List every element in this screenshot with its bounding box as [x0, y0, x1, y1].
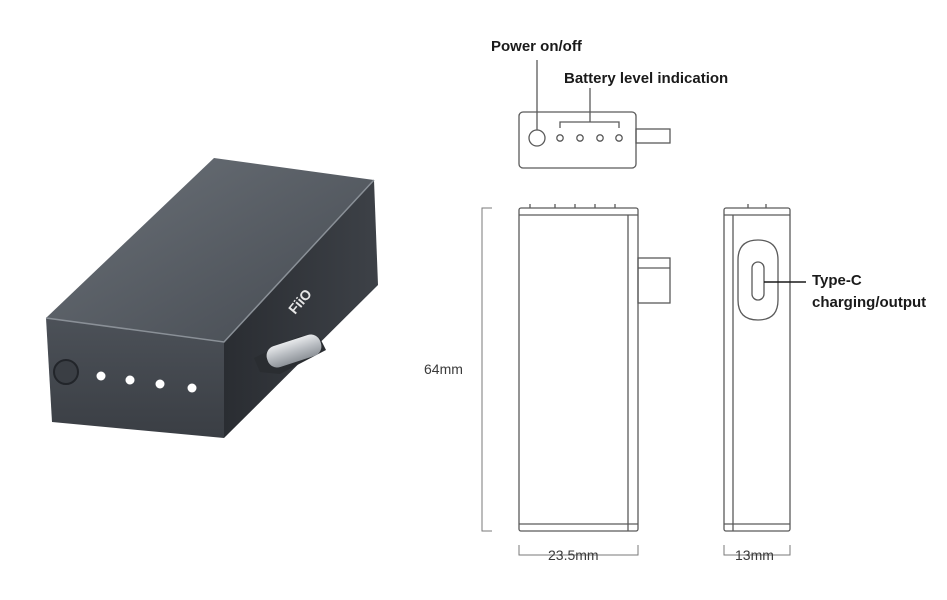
front-view: [518, 204, 671, 532]
power-button-drawing: [528, 129, 546, 147]
typec-callout-line2: charging/output: [812, 294, 927, 311]
led-drawing: [615, 134, 623, 142]
power-button-photo: [53, 359, 79, 385]
usb-c-plug: [254, 334, 326, 374]
side-view: [723, 204, 806, 532]
led: [96, 371, 106, 381]
depth-dimension: 13mm: [735, 547, 774, 563]
led: [187, 383, 197, 393]
product-photo: FiiO: [45, 158, 378, 438]
device-top-face: [46, 158, 374, 342]
led-drawing: [576, 134, 584, 142]
led-drawing: [556, 134, 564, 142]
width-dimension: 23.5mm: [548, 547, 599, 563]
power-callout: Power on/off: [491, 38, 582, 55]
led: [155, 379, 165, 389]
battery-leds-photo: [96, 371, 197, 393]
height-dimension: 64mm: [424, 361, 463, 377]
dimension-lines: [481, 207, 791, 556]
device-front-face: [46, 318, 224, 438]
led-drawing: [596, 134, 604, 142]
device-side-face: [224, 180, 378, 438]
type-c-port-drawing: [751, 261, 765, 301]
top-view: [518, 60, 671, 169]
led: [125, 375, 135, 385]
battery-callout: Battery level indication: [564, 70, 729, 87]
typec-callout-line1: Type-C: [812, 272, 862, 289]
